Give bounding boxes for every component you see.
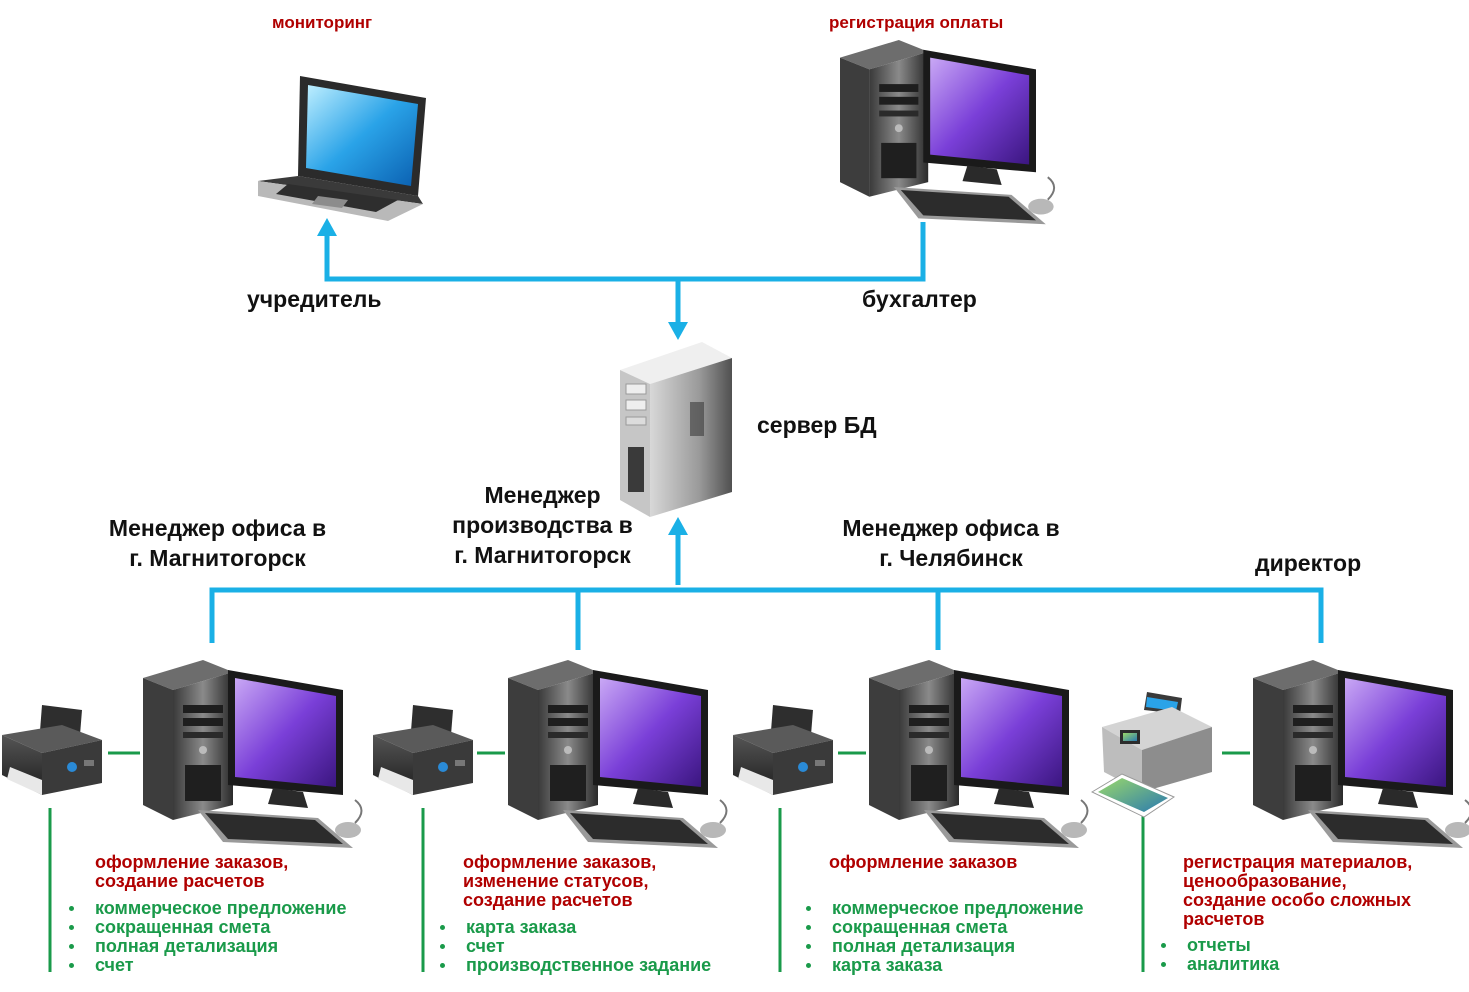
workstation-2-role: Менеджер производства в г. Магнитогорск — [440, 480, 645, 570]
list-item: карта заказа — [436, 918, 711, 937]
workstation-4-role: директор — [1255, 550, 1362, 576]
workstation-4-outputs: отчеты аналитика — [1157, 936, 1279, 974]
top-bus-line — [324, 222, 926, 282]
workstation-3-role: Менеджер офиса в г. Челябинск — [826, 513, 1076, 573]
printer-icon — [2, 705, 102, 795]
workstation-1-functions: оформление заказов, создание расчетов — [95, 853, 288, 891]
function-line: оформление заказов, — [463, 852, 657, 872]
lan-bus-line — [209, 587, 1324, 643]
printer-icon — [373, 705, 473, 795]
arrow-up-server — [668, 517, 688, 535]
workstation-2-functions: оформление заказов, изменение статусов, … — [463, 853, 656, 910]
arrow-down-server — [668, 322, 688, 340]
workstation-2-outputs: карта заказа счет производственное задан… — [436, 918, 711, 975]
accountant-role-label: бухгалтер — [862, 286, 977, 312]
function-line: изменение статусов, — [463, 871, 649, 891]
list-item: коммерческое предложение — [65, 899, 346, 918]
arrow-up-founder — [317, 218, 337, 236]
workstation-3-outputs: коммерческое предложение сокращенная сме… — [802, 899, 1083, 975]
workstation-1-outputs: коммерческое предложение сокращенная сме… — [65, 899, 346, 975]
function-line: создание расчетов — [463, 890, 633, 910]
list-item: полная детализация — [802, 937, 1083, 956]
role-line: г. Магнитогорск — [454, 542, 631, 568]
accountant-function-label: регистрация оплаты — [829, 13, 1004, 32]
function-line: регистрация материалов, — [1183, 852, 1413, 872]
server-label: сервер БД — [757, 412, 877, 438]
function-line: создание особо сложных — [1183, 890, 1411, 910]
desktop-computer-icon — [507, 659, 728, 849]
list-item: коммерческое предложение — [802, 899, 1083, 918]
desktop-computer-icon — [839, 39, 1056, 226]
role-line: Менеджер офиса в — [108, 515, 327, 541]
role-line: производства в — [452, 512, 633, 538]
desktop-computer-icon — [1252, 659, 1469, 849]
desktop-computer-icon — [142, 659, 363, 849]
server-tower-icon — [620, 342, 732, 517]
network-lines — [209, 222, 1324, 650]
role-line: г. Магнитогорск — [129, 545, 306, 571]
founder-role-label: учредитель — [247, 286, 382, 312]
desktop-computer-icon — [868, 659, 1089, 849]
function-line: оформление заказов — [829, 852, 1018, 872]
list-item: карта заказа — [802, 956, 1083, 975]
list-item: счет — [436, 937, 711, 956]
laptop-icon — [258, 76, 426, 221]
function-line: расчетов — [1183, 909, 1265, 929]
role-line: Менеджер — [484, 482, 601, 508]
list-item: производственное задание — [436, 956, 711, 975]
function-line: создание расчетов — [95, 871, 265, 891]
function-line: ценообразование, — [1183, 871, 1347, 891]
printer-icon — [733, 705, 833, 795]
workstation-1-role: Менеджер офиса в г. Магнитогорск — [95, 513, 340, 573]
list-item: отчеты — [1157, 936, 1279, 955]
list-item: аналитика — [1157, 955, 1279, 974]
workstation-3-functions: оформление заказов — [829, 853, 1017, 872]
list-item: сокращенная смета — [802, 918, 1083, 937]
list-item: полная детализация — [65, 937, 346, 956]
list-item: сокращенная смета — [65, 918, 346, 937]
role-line: г. Челябинск — [879, 545, 1023, 571]
printer-links — [48, 751, 1250, 972]
role-line: Менеджер офиса в — [842, 515, 1060, 541]
function-line: оформление заказов, — [95, 852, 289, 872]
workstation-4-functions: регистрация материалов, ценообразование,… — [1183, 853, 1412, 929]
photo-printer-icon — [1091, 691, 1213, 818]
founder-function-label: мониторинг — [272, 13, 373, 32]
list-item: счет — [65, 956, 346, 975]
